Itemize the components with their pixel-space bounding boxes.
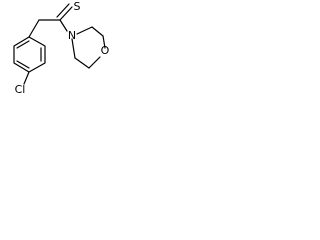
svg-text:N: N xyxy=(68,29,76,42)
molecule-structure: S N O Cl xyxy=(13,0,110,96)
sulfur-atom: S xyxy=(74,0,81,13)
svg-text:O: O xyxy=(101,44,110,57)
morpholine-ring xyxy=(71,26,106,69)
structure-diagram: S N O Cl xyxy=(0,0,112,99)
thiocarbonyl-bond xyxy=(56,3,73,21)
svg-text:Cl: Cl xyxy=(15,83,26,96)
amide-bond xyxy=(59,19,68,32)
chlorine-bond xyxy=(23,71,30,85)
nitrogen-atom: N xyxy=(68,29,76,42)
benzene-ring xyxy=(13,36,46,73)
svg-text:S: S xyxy=(74,0,81,13)
linker-bonds xyxy=(28,19,61,38)
oxygen-atom: O xyxy=(101,44,110,57)
chlorine-atom: Cl xyxy=(15,83,26,96)
